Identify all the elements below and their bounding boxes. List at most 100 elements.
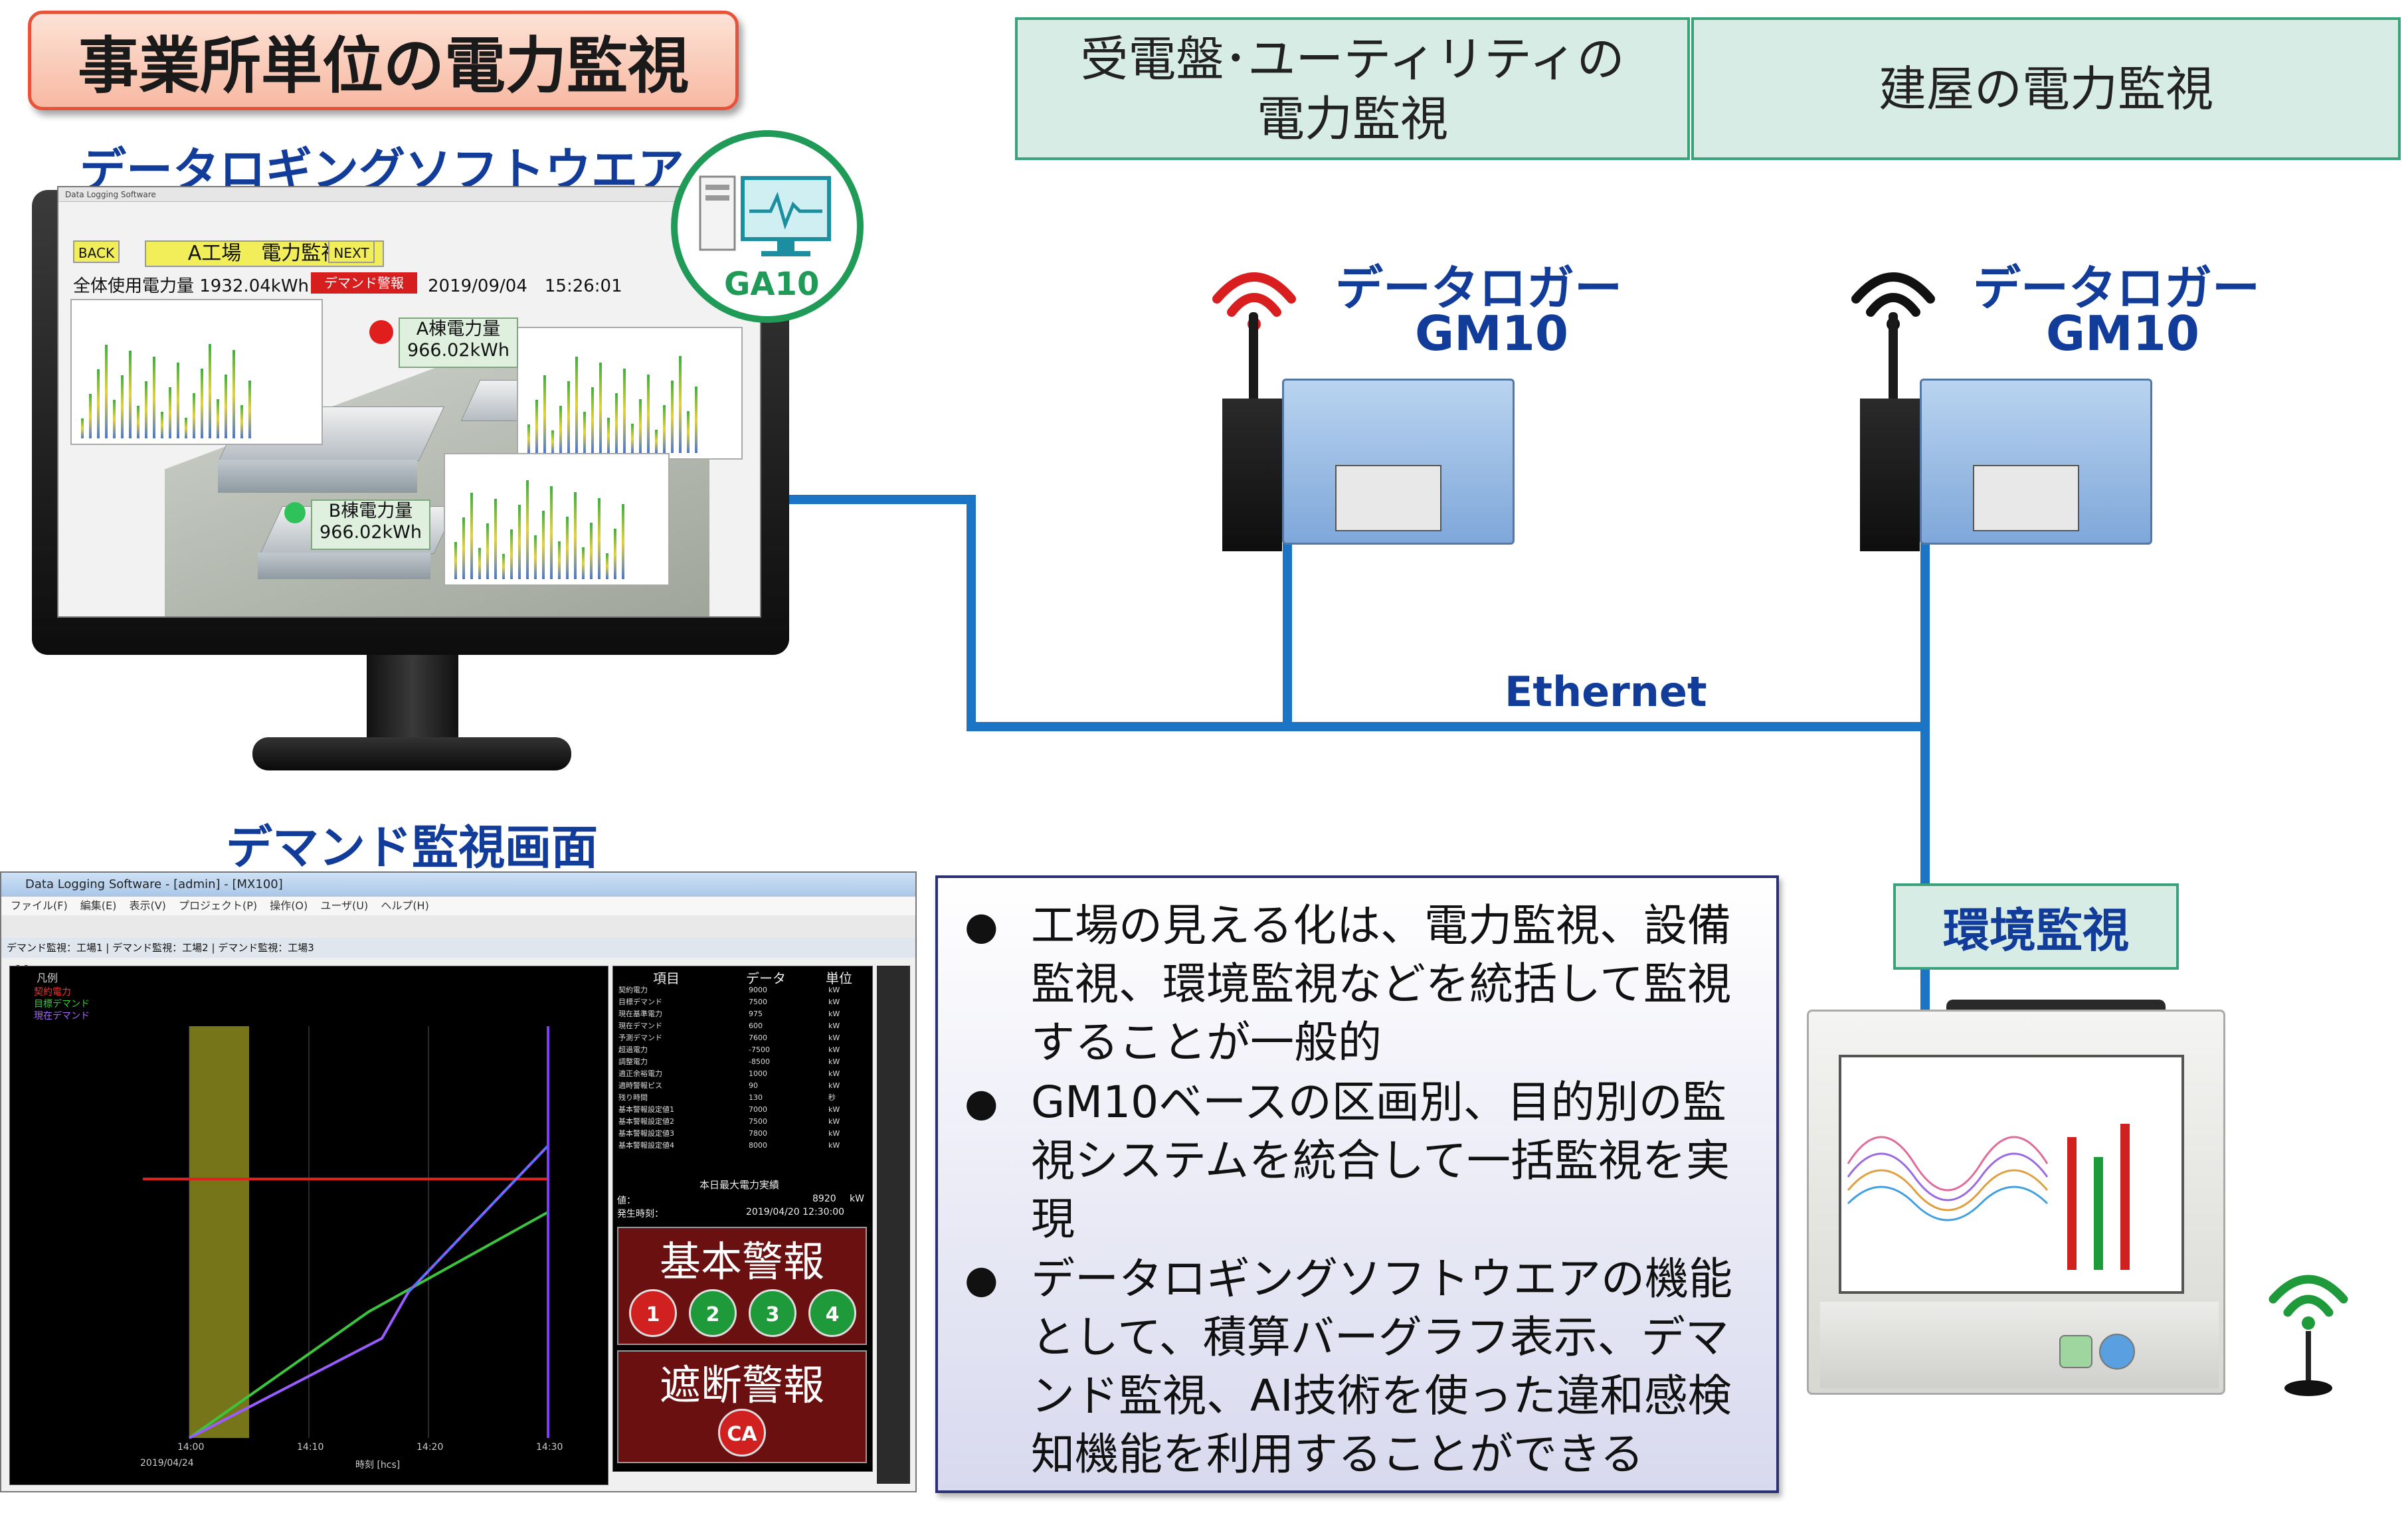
basic-alarm-panel: 基本警報 1 2 3 4 xyxy=(617,1227,867,1345)
mini-bar xyxy=(153,357,155,438)
mini-bar xyxy=(185,418,187,438)
pc-monitor-icon xyxy=(699,175,831,256)
mini-bar xyxy=(145,381,147,438)
b-building-status-dot xyxy=(284,502,306,523)
recorder-button-blue[interactable] xyxy=(2099,1334,2135,1370)
mini-bar xyxy=(695,387,697,453)
ethernet-line-main xyxy=(789,495,1925,731)
mini-bar xyxy=(193,393,195,438)
peak-unit: kW xyxy=(850,1194,864,1204)
back-button[interactable]: BACK xyxy=(73,240,120,263)
b-building-value: 966.02kWh xyxy=(320,522,422,543)
mini-bar xyxy=(558,541,561,579)
demand-trend-plot: 凡例 契約電力 目標デマンド 現在デマンド 14:00 14:10 14:20 … xyxy=(9,966,608,1485)
demand-screen-label: デマンド監視画面 xyxy=(226,820,598,875)
mini-bar xyxy=(566,517,569,579)
mini-bar xyxy=(647,375,650,453)
basic-alarm-level-4[interactable]: 4 xyxy=(808,1289,856,1337)
mini-bar xyxy=(599,363,602,453)
peak-time-label: 発生時刻： xyxy=(617,1209,664,1219)
mini-bar xyxy=(105,345,108,438)
tab-bar[interactable]: デマンド監視：工場1 | デマンド監視：工場2 | デマンド監視：工場3 xyxy=(1,938,915,958)
bullet-text-1: 工場の見える化は、電力監視、設備監視、環境監視などを統括して監視することが一般的 xyxy=(1031,900,1732,1068)
recorder-button-green[interactable] xyxy=(2059,1335,2092,1368)
mini-bar xyxy=(478,548,481,579)
demand-monitor-window: Data Logging Software - [admin] - [MX100… xyxy=(0,871,917,1492)
table-cell-value: 7600 xyxy=(749,1033,767,1042)
recorder-trend xyxy=(1847,1124,2130,1270)
logger-right-model: GM10 xyxy=(2046,306,2199,361)
cutoff-alarm-level[interactable]: CA xyxy=(718,1409,766,1457)
mini-bar-chart-main xyxy=(70,299,323,445)
table-cell-value: -7500 xyxy=(749,1045,770,1054)
table-cell-value: 600 xyxy=(749,1022,763,1030)
table-cell-item: 超過電力 xyxy=(618,1045,648,1054)
basic-alarm-level-3[interactable]: 3 xyxy=(749,1289,796,1337)
mini-bar xyxy=(240,405,243,438)
table-cell-unit: kW xyxy=(828,1117,840,1126)
table-row: 超過電力 -7500 kW xyxy=(616,1045,868,1055)
table-cell-unit: kW xyxy=(828,1105,840,1114)
table-cell-unit: kW xyxy=(828,1022,840,1030)
bullet-dot: ● xyxy=(965,903,998,948)
factory-building-2-wall xyxy=(258,553,430,579)
monitor-neck xyxy=(367,655,458,740)
table-cell-value: 1000 xyxy=(749,1069,767,1078)
monitor-screen: Data Logging Software BACK A工場 電力監視 NEXT… xyxy=(57,186,761,618)
legend-item-current: 現在デマンド xyxy=(34,1011,90,1022)
next-button[interactable]: NEXT xyxy=(328,240,375,263)
mini-bar xyxy=(225,375,227,438)
table-cell-unit: kW xyxy=(828,1069,840,1078)
mini-bar xyxy=(502,554,505,579)
ethernet-label: Ethernet xyxy=(1505,668,1707,716)
a-building-status-dot xyxy=(369,320,393,344)
x-tick-3: 14:20 xyxy=(417,1442,444,1453)
menu-bar[interactable]: ファイル(F) 編集(E) 表示(V) プロジェクト(P) 操作(O) ユーザ(… xyxy=(1,897,915,915)
toolbar[interactable] xyxy=(1,915,915,938)
table-cell-item: 現在デマンド xyxy=(618,1022,662,1030)
header-building-power: 建屋の電力監視 xyxy=(1691,17,2401,160)
x-tick-1: 14:00 xyxy=(177,1442,205,1453)
table-cell-value: 7500 xyxy=(749,1117,767,1126)
side-toolbar[interactable] xyxy=(877,966,910,1484)
mini-bar xyxy=(663,405,666,453)
cutoff-alarm-panel: 遮断警報 CA xyxy=(617,1350,867,1463)
table-cell-item: 基本警報設定値2 xyxy=(618,1117,674,1126)
a-building-label: A棟電力量 xyxy=(416,319,501,339)
monitor-base xyxy=(252,737,571,770)
table-cell-unit: 秒 xyxy=(828,1093,836,1102)
mini-bar xyxy=(97,369,100,438)
basic-alarm-level-2[interactable]: 2 xyxy=(689,1289,737,1337)
mini-bar xyxy=(671,381,674,453)
mini-bar xyxy=(121,375,124,438)
table-cell-unit: kW xyxy=(828,1045,840,1054)
window-title: Data Logging Software - [admin] - [MX100… xyxy=(1,873,915,897)
table-cell-item: 契約電力 xyxy=(618,986,648,994)
mini-bar xyxy=(583,412,586,453)
basic-alarm-level-1[interactable]: 1 xyxy=(629,1289,677,1337)
table-cell-value: -8500 xyxy=(749,1057,770,1066)
mini-bar xyxy=(639,399,642,453)
ga10-badge xyxy=(671,130,864,323)
table-row: 基本警報設定値2 7500 kW xyxy=(616,1116,868,1127)
logger-left-terminal xyxy=(1335,465,1441,531)
ga10-label: GA10 xyxy=(724,266,820,303)
total-power: 全体使用電力量 1932.04kWh xyxy=(73,276,310,296)
table-cell-value: 90 xyxy=(749,1081,758,1090)
bullet-text-3: データロギングソフトウエアの機能として、積算バーグラフ表示、デマンド監視、AI技… xyxy=(1031,1253,1732,1480)
table-row: 現在デマンド 600 kW xyxy=(616,1021,868,1031)
mini-bar xyxy=(161,412,163,438)
mini-bar xyxy=(177,363,179,438)
mini-bar xyxy=(518,505,521,579)
mini-bar xyxy=(687,411,690,453)
mini-bar xyxy=(129,351,132,438)
table-cell-unit: kW xyxy=(828,1010,840,1018)
description-box: ● 工場の見える化は、電力監視、設備監視、環境監視などを統括して監視することが一… xyxy=(935,875,1779,1493)
b-building-callout: B棟電力量 966.02kWh xyxy=(311,499,430,550)
table-cell-unit: kW xyxy=(828,1141,840,1150)
